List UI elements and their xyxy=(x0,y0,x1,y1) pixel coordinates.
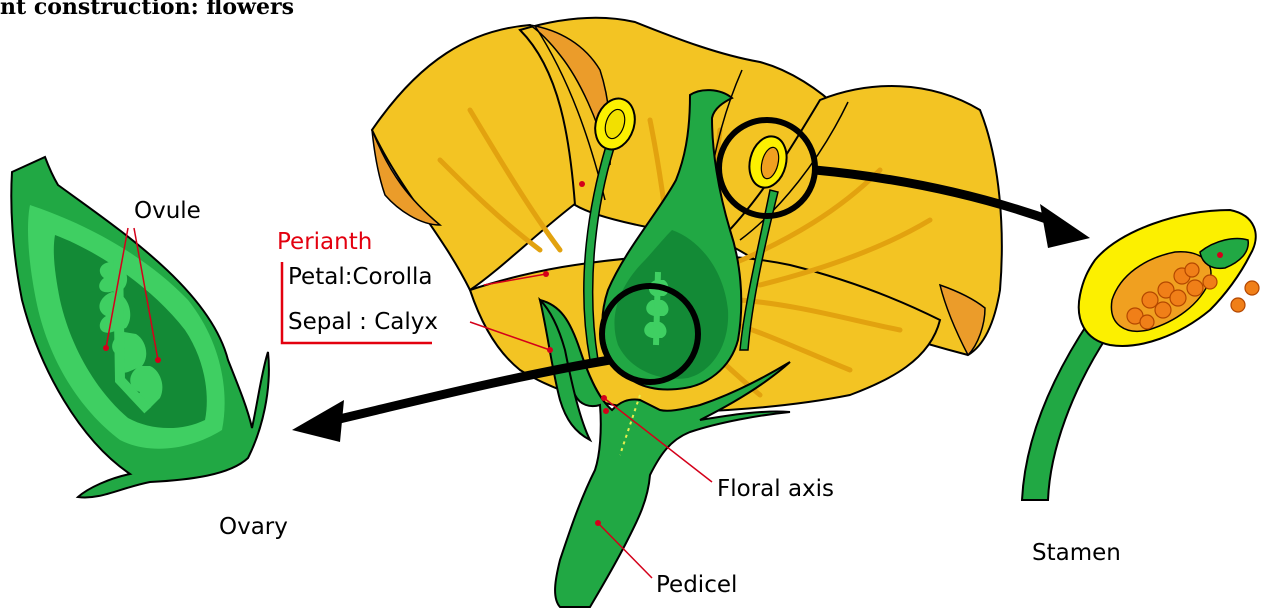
ovary-section: Ovule Ovary xyxy=(11,157,288,540)
label-floral-axis: Floral axis xyxy=(717,476,834,502)
stamen-closeup: Stamen xyxy=(1022,210,1259,566)
label-ovary: Ovary xyxy=(219,514,288,540)
label-perianth: Perianth xyxy=(277,229,372,255)
label-petal-corolla: Petal:Corolla xyxy=(288,264,432,290)
label-sepal-calyx: Sepal : Calyx xyxy=(288,309,438,335)
page-title: nt construction: flowers xyxy=(0,0,294,20)
stamen-closeup-filament xyxy=(1022,320,1108,500)
flower xyxy=(372,18,1002,607)
label-ovule: Ovule xyxy=(134,198,201,224)
label-pedicel: Pedicel xyxy=(656,572,737,598)
label-stamen: Stamen xyxy=(1032,540,1121,566)
